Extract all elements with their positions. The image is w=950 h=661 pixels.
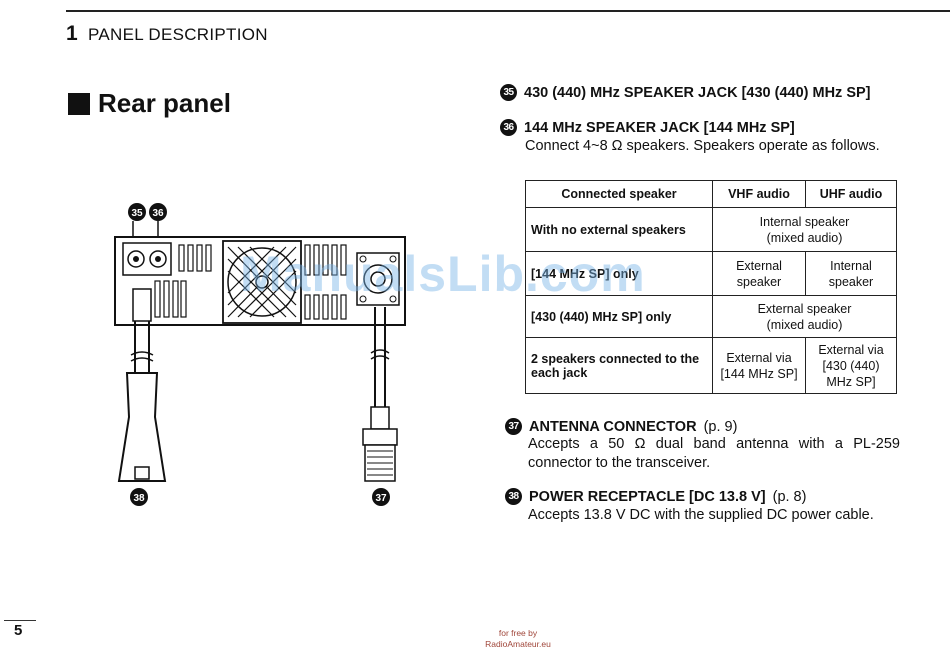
item-35-number: 35 xyxy=(500,84,517,101)
item-37-description: Accepts a 50 Ω dual band antenna with a … xyxy=(528,436,900,471)
rear-panel-diagram: 35 36 xyxy=(114,203,406,506)
item-38-description: Accepts 13.8 V DC with the supplied DC p… xyxy=(528,507,874,523)
callout-36: 36 xyxy=(149,203,167,221)
item-38-number: 38 xyxy=(505,488,522,505)
table-row: [144 MHz SP] only External speaker Inter… xyxy=(525,251,897,296)
footer-line-1: for free by xyxy=(498,628,538,638)
speaker-table: Connected speaker VHF audio UHF audio Wi… xyxy=(525,180,897,394)
table-cell: Internal speaker xyxy=(805,251,897,296)
section-title: Rear panel xyxy=(98,88,231,118)
item-37-page-ref: (p. 9) xyxy=(703,418,738,435)
page-number-rule xyxy=(4,620,36,621)
item-36-number: 36 xyxy=(500,119,517,136)
table-cell: [430 (440) MHz SP] only xyxy=(525,295,713,338)
table-cell: External speaker (mixed audio) xyxy=(712,295,897,338)
footer-credit: for free by RadioAmateur.eu xyxy=(478,628,558,650)
table-row: 2 speakers connected to the each jack Ex… xyxy=(525,337,897,394)
section-heading: Rear panel xyxy=(68,88,231,119)
svg-text:35: 35 xyxy=(131,208,143,219)
item-37-title: ANTENNA CONNECTOR xyxy=(529,418,697,435)
item-35-heading: 35 430 (440) MHz SPEAKER JACK [430 (440)… xyxy=(500,84,871,101)
table-cell: 2 speakers connected to the each jack xyxy=(525,337,713,394)
table-cell: With no external speakers xyxy=(525,207,713,252)
table-row: With no external speakers Internal speak… xyxy=(525,207,897,252)
table-header: Connected speaker xyxy=(525,180,713,208)
table-cell: External via [144 MHz SP] xyxy=(712,337,806,394)
table-cell: External speaker xyxy=(712,251,806,296)
chapter-title: PANEL DESCRIPTION xyxy=(87,25,268,44)
top-rule xyxy=(66,10,950,12)
item-35-title: 430 (440) MHz SPEAKER JACK [430 (440) MH… xyxy=(524,84,871,101)
table-header: UHF audio xyxy=(805,180,897,208)
table-cell: Internal speaker (mixed audio) xyxy=(712,207,897,252)
callout-35: 35 xyxy=(128,203,146,221)
chapter-number: 1 xyxy=(66,22,78,45)
svg-text:36: 36 xyxy=(152,208,164,219)
chapter-header: 1 PANEL DESCRIPTION xyxy=(66,22,268,46)
page-number: 5 xyxy=(14,622,23,639)
item-38-title: POWER RECEPTACLE [DC 13.8 V] xyxy=(529,488,766,505)
item-38-page-ref: (p. 8) xyxy=(772,488,807,505)
item-36-description: Connect 4~8 Ω speakers. Speakers operate… xyxy=(525,138,880,154)
item-36-title: 144 MHz SPEAKER JACK [144 MHz SP] xyxy=(524,119,795,136)
table-cell: [144 MHz SP] only xyxy=(525,251,713,296)
svg-text:37: 37 xyxy=(375,493,387,504)
callout-37: 37 xyxy=(372,488,390,506)
footer-link[interactable]: RadioAmateur.eu xyxy=(485,639,551,649)
fan-grille xyxy=(222,240,302,324)
svg-text:38: 38 xyxy=(133,493,145,504)
table-header-row: Connected speaker VHF audio UHF audio xyxy=(525,180,897,208)
callout-38: 38 xyxy=(130,488,148,506)
table-row: [430 (440) MHz SP] only External speaker… xyxy=(525,295,897,338)
section-bullet-square xyxy=(68,92,90,115)
item-36-heading: 36 144 MHz SPEAKER JACK [144 MHz SP] xyxy=(500,119,795,136)
item-37-number: 37 xyxy=(505,418,522,435)
watermark: ManualsLib.com xyxy=(240,246,646,302)
item-37-heading: 37 ANTENNA CONNECTOR (p. 9) xyxy=(505,418,737,435)
item-38-heading: 38 POWER RECEPTACLE [DC 13.8 V] (p. 8) xyxy=(505,488,806,505)
table-cell: External via [430 (440) MHz SP] xyxy=(805,337,897,394)
table-header: VHF audio xyxy=(712,180,806,208)
